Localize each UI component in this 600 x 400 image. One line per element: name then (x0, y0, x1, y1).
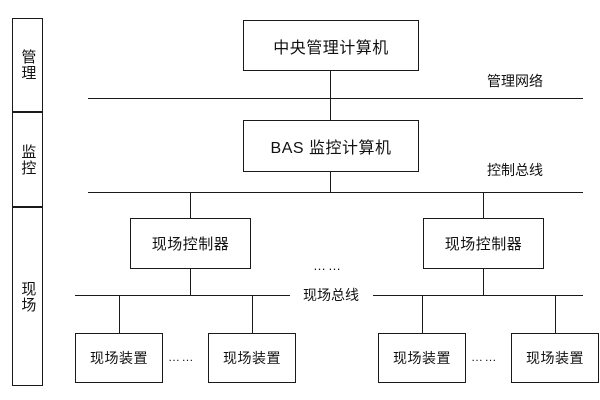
legend-level-management: 管理 (12, 18, 43, 112)
label-field-bus: 现场总线 (297, 285, 365, 305)
legend-level-field: 现场 (12, 207, 43, 386)
connector-field-bus-to-device-1 (119, 295, 120, 334)
connector-central-to-management-network (330, 70, 331, 99)
connector-control-bus-to-controller-left (190, 192, 191, 219)
node-label: 现场装置 (526, 350, 584, 366)
bus-line-control-bus (88, 192, 583, 193)
node-field-device-3[interactable]: 现场装置 (378, 333, 466, 383)
connector-bas-to-control-bus (330, 171, 331, 193)
node-field-controller-left[interactable]: 现场控制器 (130, 218, 251, 269)
node-field-device-1[interactable]: 现场装置 (75, 333, 163, 383)
ellipsis-between-devices-left: …… (168, 350, 195, 364)
label-control-bus: 控制总线 (487, 160, 543, 180)
bus-line-field-bus-left (75, 295, 290, 296)
ellipsis-between-devices-right: …… (471, 350, 498, 364)
connector-field-bus-to-device-4 (555, 295, 556, 334)
node-field-device-4[interactable]: 现场装置 (511, 333, 599, 383)
bus-line-management-network (88, 98, 583, 99)
node-label: BAS 监控计算机 (270, 140, 392, 157)
node-field-device-2[interactable]: 现场装置 (208, 333, 296, 383)
node-bas-supervision-computer[interactable]: BAS 监控计算机 (243, 120, 419, 172)
bus-line-field-bus-right (373, 295, 583, 296)
legend-level-label: 管理 (19, 49, 37, 81)
connector-field-bus-to-device-2 (252, 295, 253, 334)
node-label: 现场装置 (393, 350, 451, 366)
connector-field-bus-to-device-3 (422, 295, 423, 334)
legend-level-label: 监控 (19, 143, 37, 176)
connector-controller-left-to-field-bus (190, 268, 191, 296)
connector-management-network-to-bas (330, 98, 331, 121)
connector-controller-right-to-field-bus (483, 268, 484, 296)
legend-level-supervision: 监控 (12, 112, 43, 207)
node-field-controller-right[interactable]: 现场控制器 (423, 218, 544, 269)
node-label: 现场装置 (90, 350, 148, 366)
node-label: 现场控制器 (444, 236, 523, 253)
ellipsis-between-controllers: …… (313, 258, 343, 273)
node-label: 现场装置 (223, 350, 281, 366)
label-management-network: 管理网络 (487, 71, 543, 91)
node-label: 现场控制器 (151, 236, 230, 253)
node-central-management-computer[interactable]: 中央管理计算机 (243, 20, 419, 71)
connector-control-bus-to-controller-right (483, 192, 484, 219)
node-label: 中央管理计算机 (273, 39, 389, 57)
legend-level-label: 现场 (19, 280, 37, 313)
